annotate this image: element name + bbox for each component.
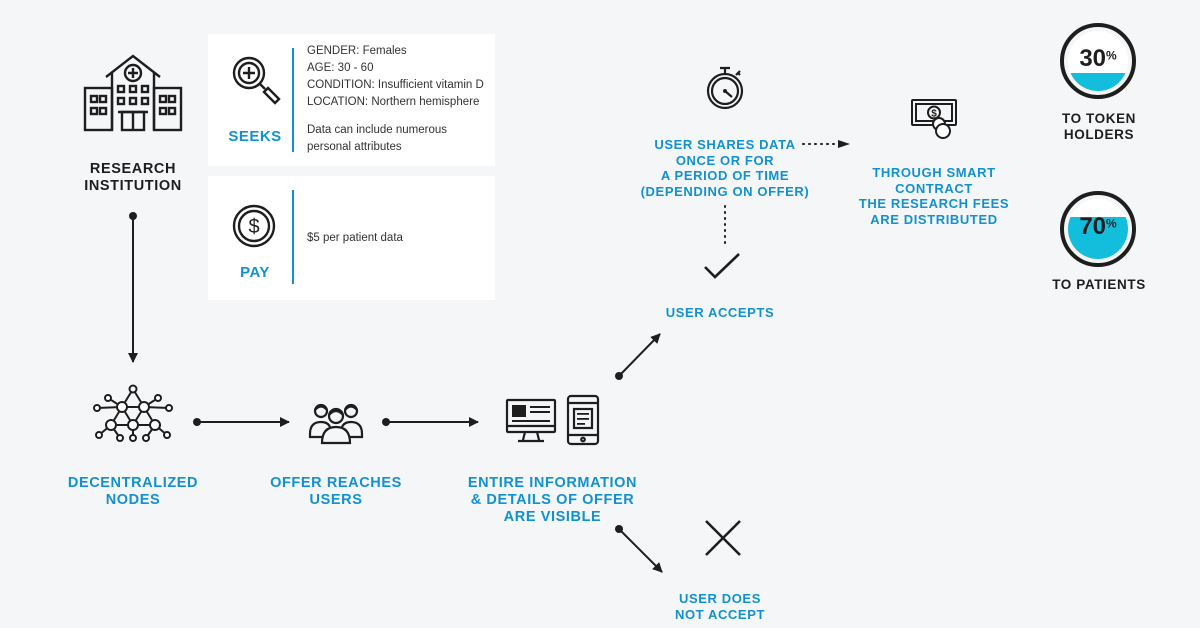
criteria-location: LOCATION: Northern hemisphere xyxy=(307,96,480,108)
arrow-visible-to-accepts xyxy=(615,333,661,380)
criteria-gender: GENDER: Females xyxy=(307,45,407,57)
stopwatch-icon xyxy=(706,66,744,110)
svg-text:$: $ xyxy=(931,109,937,120)
offer-reaches-users-label: OFFER REACHES USERS xyxy=(270,475,402,508)
research-institution-label: RESEARCH INSTITUTION xyxy=(84,161,182,194)
pay-divider xyxy=(292,190,294,284)
patients-value: 70 xyxy=(1079,213,1107,240)
patients-gauge: 70% xyxy=(1060,191,1136,267)
users-group-icon xyxy=(308,403,364,445)
patients-gauge-ring xyxy=(1060,191,1136,267)
smartphone-icon xyxy=(566,394,600,446)
pay-text: $5 per patient data xyxy=(307,232,403,244)
patients-label: TO PATIENTS xyxy=(1052,277,1146,292)
token-holders-value: 30 xyxy=(1079,45,1107,72)
svg-text:$: $ xyxy=(248,216,259,238)
arrow-offer-to-visible xyxy=(382,417,479,427)
token-holders-gauge-fill xyxy=(1068,73,1128,91)
hospital-icon xyxy=(83,54,183,132)
money-coins-icon: $ xyxy=(911,99,957,139)
token-holders-gauge: 30% xyxy=(1060,23,1136,99)
user-shares-data-label: USER SHARES DATA ONCE OR FOR A PERIOD OF… xyxy=(640,137,810,199)
pay-card: $ PAY $5 per patient data xyxy=(208,176,495,300)
dollar-coin-icon: $ xyxy=(232,204,276,248)
pay-title: PAY xyxy=(240,264,270,281)
seeks-note: Data can include numerous personal attri… xyxy=(307,124,447,153)
user-does-not-accept-label: USER DOES NOT ACCEPT xyxy=(674,591,766,622)
criteria-age: AGE: 30 - 60 xyxy=(307,62,374,74)
arrow-visible-to-not-accept xyxy=(615,525,663,573)
magnifier-plus-icon xyxy=(232,56,281,105)
network-nodes-icon xyxy=(93,384,173,442)
decentralized-nodes-label: DECENTRALIZED NODES xyxy=(67,475,199,508)
token-holders-unit: % xyxy=(1106,48,1117,63)
arrow-nodes-to-offer xyxy=(193,417,290,427)
seeks-title: SEEKS xyxy=(228,128,282,145)
dotted-arrow-shares-to-contract xyxy=(802,140,850,148)
close-x-icon xyxy=(705,520,741,556)
patients-unit: % xyxy=(1106,216,1117,231)
seeks-divider xyxy=(292,48,294,152)
seeks-card: SEEKS GENDER: Females AGE: 30 - 60 CONDI… xyxy=(208,34,495,166)
information-visible-label: ENTIRE INFORMATION & DETAILS OF OFFER AR… xyxy=(467,475,638,525)
criteria-condition: CONDITION: Insufficient vitamin D xyxy=(307,79,484,91)
token-holders-label: TO TOKEN HOLDERS xyxy=(1061,111,1137,142)
arrow-institution-to-nodes xyxy=(128,212,138,363)
smart-contract-label: THROUGH SMART CONTRACT THE RESEARCH FEES… xyxy=(858,165,1010,227)
desktop-monitor-icon xyxy=(505,398,557,443)
patients-percentage: 70% xyxy=(1060,213,1136,241)
checkmark-icon xyxy=(704,253,740,279)
token-holders-percentage: 30% xyxy=(1060,45,1136,73)
token-holders-gauge-ring xyxy=(1060,23,1136,99)
seeks-criteria: GENDER: Females AGE: 30 - 60 CONDITION: … xyxy=(307,43,492,111)
user-accepts-label: USER ACCEPTS xyxy=(665,305,775,320)
